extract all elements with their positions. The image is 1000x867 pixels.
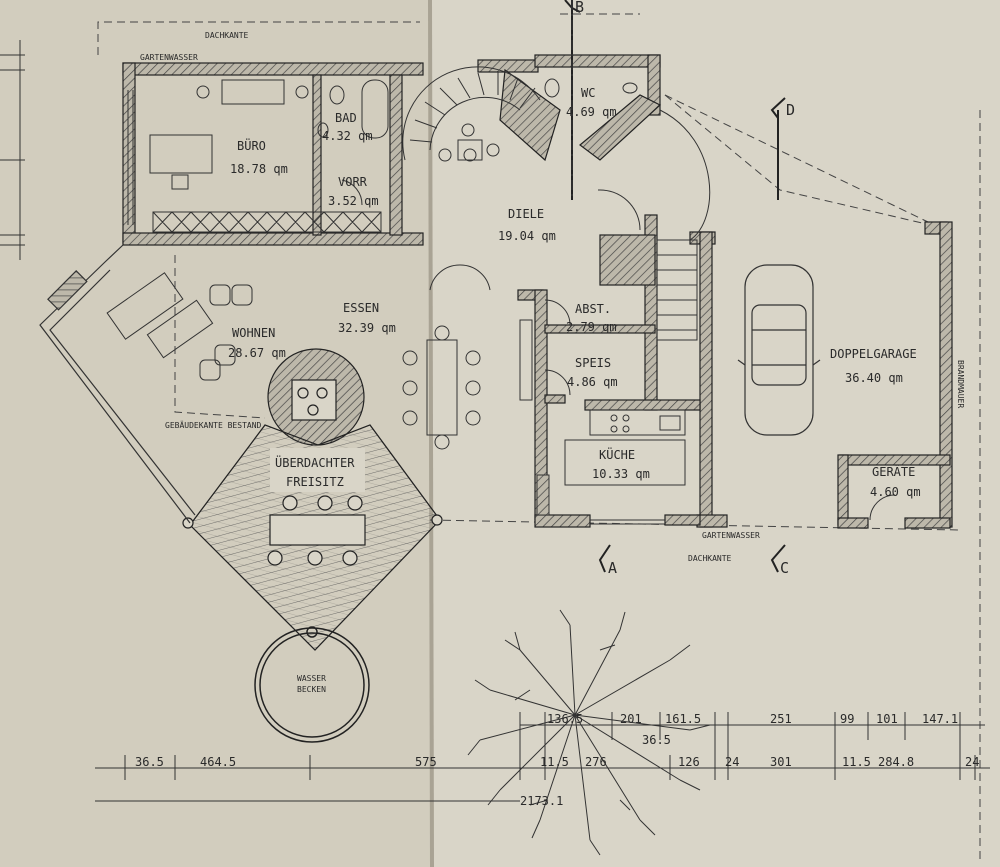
building-edge-label: GEBÄUDEKANTE BESTAND: [165, 420, 262, 430]
room-buero-area: 18.78 qm: [230, 162, 288, 176]
dim-upper-3: 161.5: [665, 712, 701, 726]
dimension-lines: [95, 712, 990, 802]
tree-symbol: [467, 609, 711, 856]
dim-lower-9: 11.5: [842, 755, 871, 769]
room-wc-name: WC: [581, 86, 595, 100]
dim-upper-1: 136.5: [547, 712, 583, 726]
room-buero-name: BÜRO: [237, 137, 266, 153]
dim-lower-7: 24: [725, 755, 739, 769]
dim-lower-10: 284.8: [878, 755, 914, 769]
left-margin-ticks: [0, 40, 25, 260]
annotations: GARTENWASSER GARTENWASSER DACHKANTE GEBÄ…: [140, 53, 965, 563]
kitchen-counters: [536, 409, 686, 516]
dim-upper-7: 147.1: [922, 712, 958, 726]
walls: [122, 54, 953, 529]
dim-lower-2: 464.5: [200, 755, 236, 769]
dim-upper-6: 101: [876, 712, 898, 726]
garden-water-label-bottom: GARTENWASSER: [702, 531, 760, 540]
section-label-b: B: [575, 0, 584, 16]
section-label-a: A: [608, 559, 617, 577]
terrace-label-line1: ÜBERDACHTER: [275, 454, 355, 470]
windows: [127, 90, 665, 525]
room-vorr-name: VORR: [338, 175, 368, 189]
living-furniture: [106, 272, 253, 381]
paper-fold: [428, 0, 434, 867]
covered-terrace: [182, 424, 443, 651]
spiral-staircase: [402, 66, 541, 162]
dimension-texts: 136.5 201 161.5 251 99 101 147.1 36.5 36…: [135, 712, 979, 808]
dim-lower-4: 11.5: [540, 755, 569, 769]
room-geraete-name: GERÄTE: [872, 464, 915, 479]
room-geraete-area: 4.60 qm: [870, 485, 921, 499]
car-symbol: [737, 264, 821, 436]
dim-lower-11: 24: [965, 755, 979, 769]
room-speis-name: SPEIS: [575, 356, 611, 370]
room-wc-area: 4.69 qm: [566, 105, 617, 119]
room-abst-name: ABST.: [575, 302, 611, 316]
fireplace: [267, 348, 365, 446]
dim-upper-extra: 36.5: [642, 733, 671, 747]
room-labels: BÜRO 18.78 qm BAD 4.32 qm VORR 3.52 qm W…: [228, 86, 921, 694]
room-essen-name: ESSEN: [343, 301, 379, 315]
room-kueche-name: KÜCHE: [599, 446, 635, 462]
basin-label-line2: BECKEN: [297, 685, 326, 694]
dim-lower-5: 276: [585, 755, 607, 769]
room-bad-area: 4.32 qm: [322, 129, 373, 143]
dim-lower-3: 575: [415, 755, 437, 769]
section-label-c: C: [780, 559, 789, 577]
office-shelves: [152, 211, 533, 401]
roof-edge-label-top: DACHKANTE: [205, 31, 249, 40]
room-diele-name: DIELE: [508, 207, 544, 221]
room-wohnen-name: WOHNEN: [232, 326, 275, 340]
living-outer-walls: [39, 244, 196, 524]
room-wohnen-area: 28.67 qm: [228, 346, 286, 360]
water-basin: [254, 626, 370, 743]
garden-water-label-top: GARTENWASSER: [140, 53, 198, 62]
fire-wall-label: BRANDMAUER: [956, 360, 965, 408]
room-garage-name: DOPPELGARAGE: [830, 347, 917, 361]
room-diele-area: 19.04 qm: [498, 229, 556, 243]
section-letters: B D A C: [575, 0, 795, 577]
door-swings: [341, 179, 896, 521]
terrace-label-backdrop: [270, 448, 365, 492]
dining-table: [402, 325, 481, 450]
room-essen-area: 32.39 qm: [338, 321, 396, 335]
bathroom-fixtures: [317, 78, 638, 139]
dim-lower-6: 126: [678, 755, 700, 769]
room-bad-name: BAD: [335, 111, 357, 125]
room-abst-area: 2.79 qm: [566, 320, 617, 334]
room-garage-area: 36.40 qm: [845, 371, 903, 385]
office-furniture: [149, 79, 309, 190]
dim-upper-5: 99: [840, 712, 854, 726]
dim-lower-8: 301: [770, 755, 792, 769]
terrace-label-line2: FREISITZ: [286, 475, 344, 489]
room-speis-area: 4.86 qm: [567, 375, 618, 389]
dim-lower-1: 36.5: [135, 755, 164, 769]
roof-edge-label-bottom: DACHKANTE: [688, 554, 732, 563]
dim-upper-4: 251: [770, 712, 792, 726]
straight-staircase: [656, 109, 711, 341]
section-label-d: D: [786, 101, 795, 119]
dim-upper-2: 201: [620, 712, 642, 726]
room-kueche-area: 10.33 qm: [592, 467, 650, 481]
dim-total: 2173.1: [520, 794, 563, 808]
basin-label-line1: WASSER: [297, 674, 326, 683]
room-vorr-area: 3.52 qm: [328, 194, 379, 208]
